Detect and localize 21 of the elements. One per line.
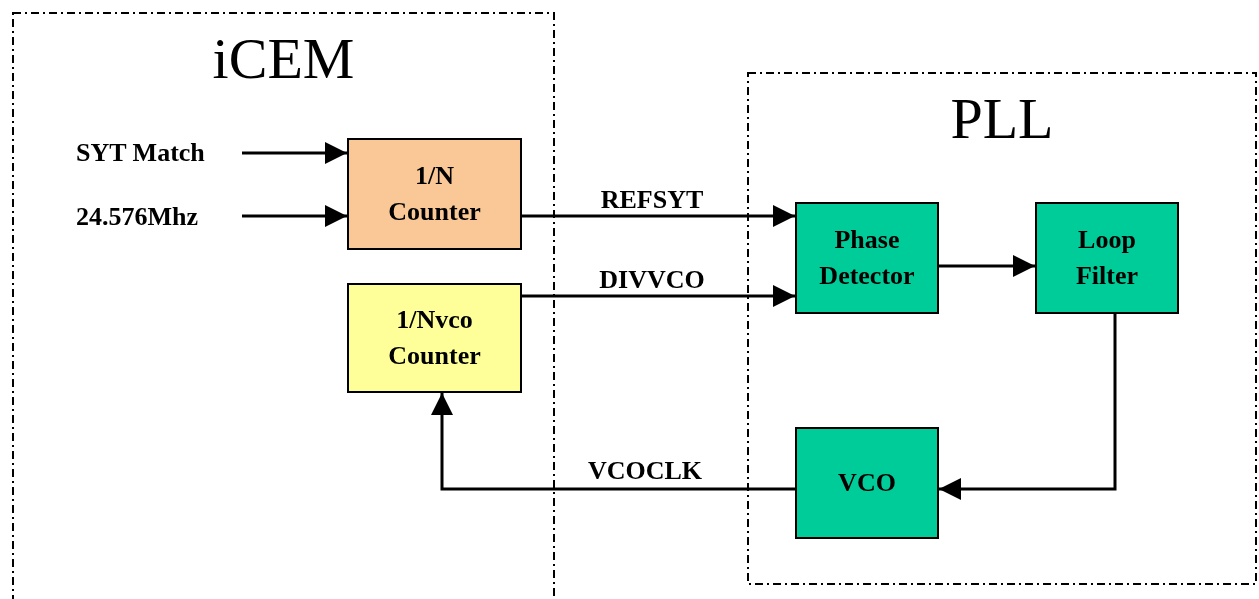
block-label: Phase Detector [819, 223, 915, 292]
block-box [347, 138, 522, 250]
block-label: 1/Nvco Counter [388, 303, 481, 372]
block-label: 1/N Counter [388, 159, 481, 228]
block-box [795, 427, 939, 539]
block-box [347, 283, 522, 393]
arrow [522, 285, 795, 307]
signal-label: SYT Match [76, 138, 242, 168]
arrow [522, 205, 795, 227]
arrow [431, 393, 795, 491]
region-title: iCEM [211, 30, 356, 88]
arrow [242, 142, 347, 164]
region-title: PLL [949, 90, 1055, 148]
arrow [242, 205, 347, 227]
block-label: Loop Filter [1075, 223, 1139, 292]
arrow [939, 255, 1035, 277]
block-box [1035, 202, 1179, 314]
block-box [795, 202, 939, 314]
arrow [939, 314, 1117, 500]
signal-label: 24.576Mhz [76, 202, 242, 232]
block-label: VCO [838, 466, 896, 499]
